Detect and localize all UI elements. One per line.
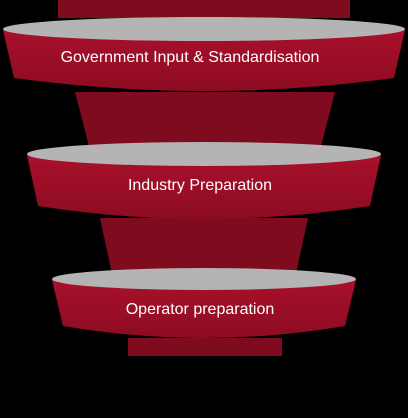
funnel-connector-2 — [100, 218, 308, 274]
stage-label-3: Operator preparation — [126, 301, 275, 318]
funnel-stage-3: Operator preparation — [52, 268, 356, 338]
funnel-band-2 — [27, 155, 381, 219]
funnel-band-3 — [52, 280, 356, 338]
funnel-rim-1 — [3, 17, 405, 41]
funnel-stage-2: Industry Preparation — [27, 142, 381, 219]
funnel-bottom-stem — [128, 338, 282, 356]
funnel-band-1 — [3, 30, 405, 91]
funnel-rim-3 — [52, 268, 356, 290]
funnel-top-stem — [58, 0, 350, 18]
funnel-stage-1: Government Input & Standardisation — [3, 17, 405, 91]
stage-label-1: Government Input & Standardisation — [61, 49, 320, 66]
funnel-connector-1 — [75, 92, 335, 150]
stage-label-2: Industry Preparation — [128, 177, 272, 194]
funnel-rim-2 — [27, 142, 381, 166]
